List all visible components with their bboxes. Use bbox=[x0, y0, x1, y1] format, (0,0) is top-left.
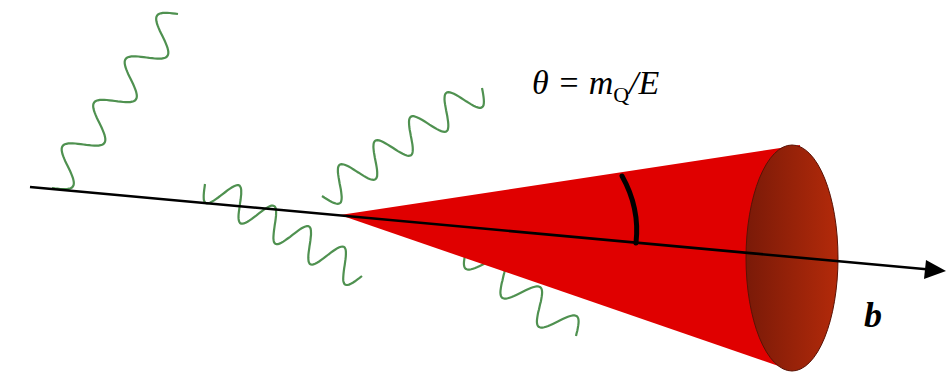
gluon-line bbox=[322, 88, 484, 204]
gluon-line bbox=[52, 13, 178, 189]
gluon-line bbox=[204, 184, 362, 285]
formula-text: θ = m bbox=[532, 64, 613, 102]
subscript-text: Q bbox=[613, 82, 629, 108]
quark-axis bbox=[30, 187, 932, 270]
formula-text: /E bbox=[629, 64, 659, 102]
angle-arc bbox=[622, 176, 637, 243]
quark-label: b bbox=[864, 294, 882, 336]
gluon-lines bbox=[52, 13, 579, 336]
cone bbox=[340, 145, 800, 370]
axis-arrowhead bbox=[924, 260, 946, 279]
angle-formula: θ = mQ/E bbox=[532, 64, 659, 102]
